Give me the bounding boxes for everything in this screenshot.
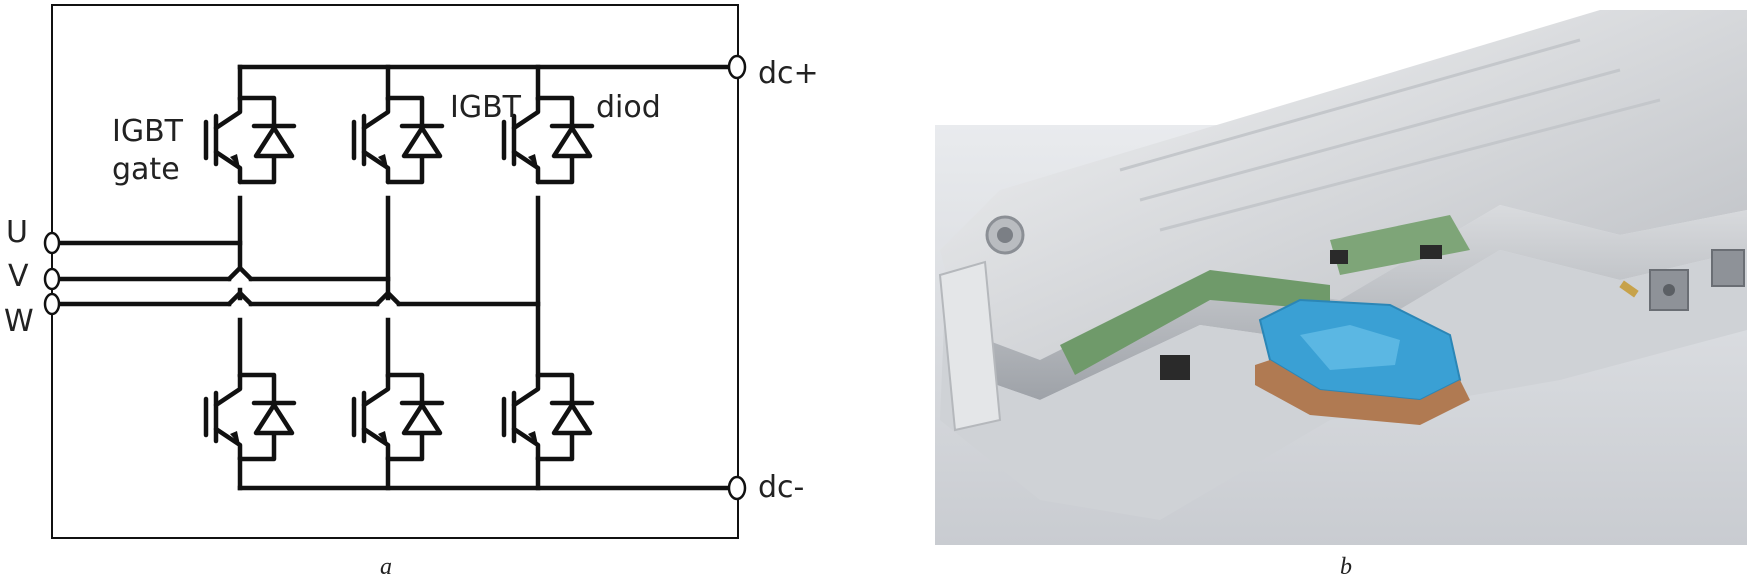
gate-driver-pcb (1060, 270, 1330, 375)
crossover (226, 265, 254, 282)
substrate-copper (1300, 325, 1400, 370)
screw-icon (997, 227, 1013, 243)
igbt-diode-upper-1 (206, 98, 294, 182)
phase-w-terminal (43, 292, 61, 316)
caption-a: a (380, 554, 392, 580)
dc-minus-terminal (727, 475, 747, 501)
dc-plus-terminal (727, 54, 747, 80)
label-igbt-left: IGBT (112, 114, 184, 149)
component (1160, 355, 1190, 380)
signal-pin (1619, 280, 1639, 298)
label-phase-u: U (6, 215, 28, 250)
label-phase-w: W (4, 304, 34, 339)
igbt-diode-lower-1 (206, 375, 294, 459)
label-igbt-top: IGBT (450, 90, 522, 125)
phase-u-terminal (43, 231, 61, 255)
label-gate: gate (112, 152, 180, 187)
phase-v-terminal (43, 267, 61, 291)
caption-b: b (1340, 554, 1352, 580)
label-dc-plus: dc+ (758, 56, 819, 91)
label-phase-v: V (8, 259, 29, 294)
label-dc-minus: dc- (758, 470, 804, 505)
igbt-diode-lower-2 (354, 375, 442, 459)
label-diode: diod (596, 90, 661, 125)
igbt-diode-upper-2 (354, 98, 442, 182)
igbt-module-cutaway-image: b (935, 10, 1747, 580)
baseplate (1255, 360, 1470, 425)
end-block (938, 260, 1002, 432)
igbt-diode-lower-3 (504, 375, 592, 459)
gate-driver-pcb-right (1330, 215, 1470, 275)
inverter-circuit-diagram: IGBT gate IGBT diod dc+ dc- U V W a (4, 4, 819, 580)
module-lid (940, 10, 1747, 360)
